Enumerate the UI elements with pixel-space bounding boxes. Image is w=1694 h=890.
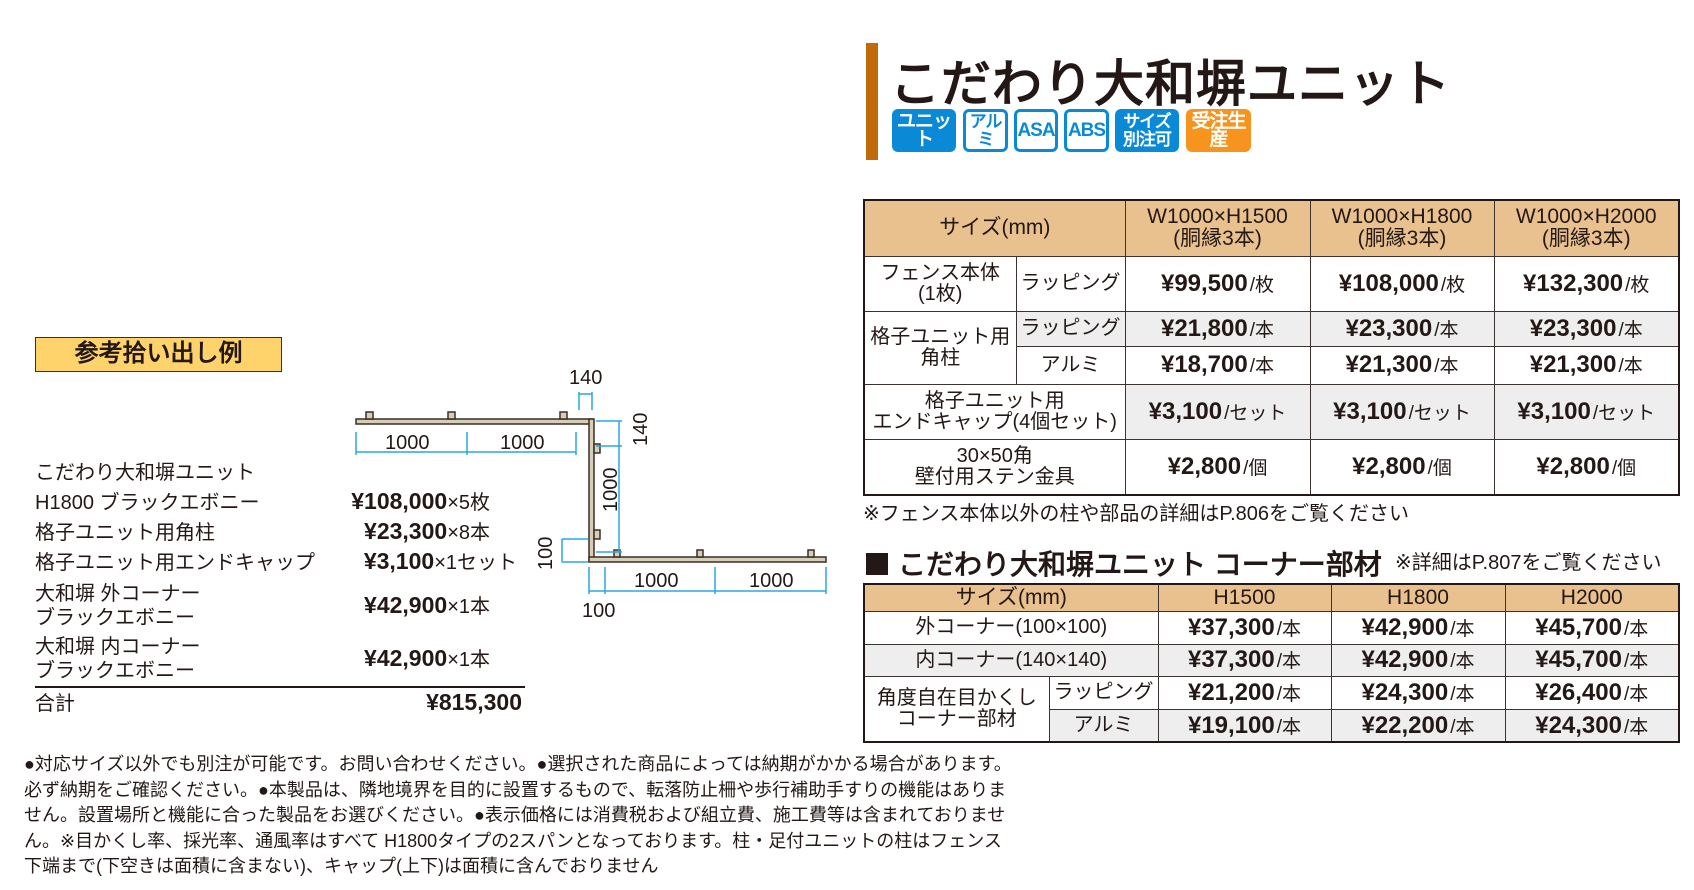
- corner-section-heading: こだわり大和塀ユニット コーナー部材: [866, 543, 1382, 583]
- price-cell: ¥99,500/枚: [1124, 255, 1311, 312]
- table-row-outer-corner: 外コーナー(100×100) ¥37,300/本 ¥42,900/本 ¥45,7…: [863, 610, 1680, 645]
- column-header: H1800: [1330, 583, 1506, 612]
- price-cell: ¥23,300/本: [1309, 310, 1495, 347]
- example-item-price: ¥42,900×1本: [364, 645, 490, 671]
- dim-bottom-span-1: 1000: [634, 570, 679, 592]
- total-divider: [35, 686, 525, 688]
- row-label: 30×50角壁付用ステン金具: [863, 438, 1126, 496]
- price-cell: ¥42,900/本: [1330, 610, 1506, 645]
- corner-section-note: ※詳細はP.807をご覧ください: [1395, 552, 1662, 574]
- row-label: 角度自在目かくしコーナー部材: [863, 675, 1050, 743]
- dim-outer-corner-side: 100: [535, 537, 557, 570]
- price-cell: ¥21,300/本: [1493, 345, 1680, 385]
- example-item-name: 格子ユニット用エンドキャップ: [35, 552, 315, 574]
- row-label: 格子ユニット用角柱: [863, 310, 1017, 385]
- total-value: ¥815,300: [426, 689, 522, 715]
- example-item-name: H1800 ブラックエボニー: [35, 492, 260, 514]
- table-row-endcap: 格子ユニット用エンドキャップ(4個セット) ¥3,100/セット ¥3,100/…: [863, 383, 1680, 440]
- price-cell: ¥3,100/セット: [1124, 383, 1311, 440]
- table-row-bracket: 30×50角壁付用ステン金具 ¥2,800/個 ¥2,800/個 ¥2,800/…: [863, 438, 1680, 496]
- dim-inner-corner: 140: [569, 367, 602, 389]
- column-header: W1000×H1500(胴縁3本): [1124, 199, 1311, 257]
- corner-price-table: サイズ(mm) H1500 H1800 H2000 外コーナー(100×100)…: [863, 583, 1680, 743]
- dim-vertical-span: 1000: [600, 468, 622, 513]
- price-cell: ¥21,800/本: [1124, 310, 1311, 347]
- example-item-price: ¥42,900×1本: [364, 592, 490, 618]
- price-cell: ¥24,300/本: [1504, 708, 1680, 743]
- price-cell: ¥24,300/本: [1330, 675, 1506, 710]
- dim-inner-corner-side: 140: [630, 413, 652, 446]
- price-cell: ¥26,400/本: [1504, 675, 1680, 710]
- row-type: アルミ: [1015, 345, 1126, 385]
- price-cell: ¥45,700/本: [1504, 610, 1680, 645]
- title-accent-bar: [866, 43, 878, 160]
- square-bullet-icon: [866, 553, 888, 575]
- dimension-lines: [355, 392, 827, 594]
- table-row-fence: フェンス本体(1枚) ラッピング ¥99,500/枚 ¥108,000/枚 ¥1…: [863, 255, 1680, 312]
- price-cell: ¥2,800/個: [1124, 438, 1311, 496]
- footer-notes: ●対応サイズ以外でも別注が可能です。お問い合わせください。●選択された商品によっ…: [24, 754, 1012, 877]
- table-row-inner-corner: 内コーナー(140×140) ¥37,300/本 ¥42,900/本 ¥45,7…: [863, 643, 1680, 677]
- badge-unit: ユニット: [892, 109, 956, 152]
- price-cell: ¥21,200/本: [1157, 675, 1332, 710]
- price-cell: ¥108,000/枚: [1309, 255, 1495, 312]
- example-item-name: 大和塀 外コーナーブラックエボニー: [35, 583, 201, 629]
- price-cell: ¥42,900/本: [1330, 643, 1506, 677]
- price-cell: ¥22,200/本: [1330, 708, 1506, 743]
- badge-custom-size: サイズ別注可: [1115, 109, 1179, 152]
- price-cell: ¥132,300/枚: [1493, 255, 1680, 312]
- row-label: 格子ユニット用エンドキャップ(4個セット): [863, 383, 1126, 440]
- example-item-name: 大和塀 内コーナーブラックエボニー: [35, 636, 201, 682]
- price-cell: ¥21,300/本: [1309, 345, 1495, 385]
- column-header: H1500: [1157, 583, 1332, 612]
- total-label: 合計: [35, 693, 75, 715]
- row-type: ラッピング: [1048, 675, 1159, 710]
- price-cell: ¥2,800/個: [1493, 438, 1680, 496]
- dim-top-span-2: 1000: [500, 432, 545, 454]
- dim-outer-corner: 100: [582, 600, 615, 622]
- example-label: 参考拾い出し例: [35, 337, 282, 372]
- dim-top-span-1: 1000: [385, 432, 430, 454]
- column-header: W1000×H2000(胴縁3本): [1493, 199, 1680, 257]
- row-type: ラッピング: [1015, 255, 1126, 312]
- example-item-price: ¥23,300×8本: [364, 518, 490, 544]
- size-header: サイズ(mm): [863, 199, 1126, 257]
- price-cell: ¥3,100/セット: [1493, 383, 1680, 440]
- table-row-angle-alumi: アルミ ¥19,100/本 ¥22,200/本 ¥24,300/本: [864, 708, 1680, 743]
- price-cell: ¥19,100/本: [1157, 708, 1332, 743]
- example-item-name: 格子ユニット用角柱: [35, 522, 215, 544]
- price-table: サイズ(mm) W1000×H1500(胴縁3本) W1000×H1800(胴縁…: [863, 199, 1680, 496]
- price-cell: ¥45,700/本: [1504, 643, 1680, 677]
- example-product: こだわり大和塀ユニット: [35, 462, 255, 484]
- table-row-post-alumi: アルミ ¥18,700/本 ¥21,300/本 ¥21,300/本: [864, 345, 1680, 385]
- size-header: サイズ(mm): [863, 583, 1159, 612]
- row-label: フェンス本体(1枚): [863, 255, 1017, 312]
- example-item-price: ¥3,100×1セット: [363, 548, 517, 574]
- row-type: アルミ: [1048, 708, 1159, 743]
- example-item-price: ¥108,000×5枚: [351, 488, 490, 514]
- badge-made-to-order: 受注生産: [1186, 109, 1251, 152]
- badge-abs: ABS: [1064, 109, 1109, 152]
- row-label: 外コーナー(100×100): [863, 610, 1159, 645]
- price-table-note: ※フェンス本体以外の柱や部品の詳細はP.806をご覧ください: [863, 503, 1410, 525]
- fence-plan: [355, 411, 827, 563]
- table-row-angle-wrapping: 角度自在目かくしコーナー部材 ラッピング ¥21,200/本 ¥24,300/本…: [863, 675, 1680, 743]
- badge-asa: ASA: [1014, 109, 1058, 152]
- badge-alumi: アルミ: [963, 109, 1008, 152]
- price-cell: ¥37,300/本: [1157, 643, 1332, 677]
- column-header: W1000×H1800(胴縁3本): [1309, 199, 1495, 257]
- dim-bottom-span-2: 1000: [749, 570, 794, 592]
- price-cell: ¥3,100/セット: [1309, 383, 1495, 440]
- page-title: こだわり大和塀ユニット: [890, 56, 1451, 112]
